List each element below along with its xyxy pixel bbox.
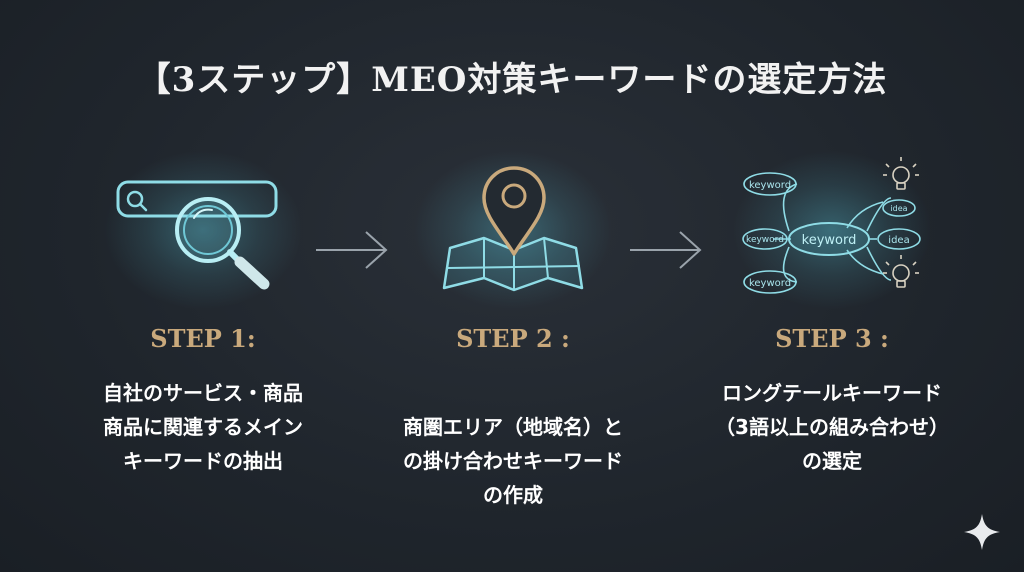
step-3-line-3: の選定 xyxy=(802,449,862,473)
icon-glow xyxy=(732,150,932,310)
lightbulb-icon xyxy=(883,255,919,288)
mindmap-idea-2: idea xyxy=(888,235,909,246)
step-3: keyword keyword keyword keyword idea ide… xyxy=(687,0,977,572)
step-2-line-2: の掛け合わせキーワード xyxy=(403,449,623,473)
step-3-line-1: ロングテールキーワード xyxy=(722,381,942,405)
step-1-description: 自社のサービス・商品 商品に関連するメイン キーワードの抽出 xyxy=(58,376,348,478)
arrow-right-icon xyxy=(316,231,388,269)
step-2-label: STEP 2 : xyxy=(456,324,570,353)
step-1: STEP 1: 自社のサービス・商品 商品に関連するメイン キーワードの抽出 xyxy=(58,0,348,572)
mindmap-keyword-1: keyword xyxy=(749,180,791,191)
step-2: STEP 2 : 商圏エリア（地域名）と の掛け合わせキーワード の作成 xyxy=(368,0,658,572)
sparkle-icon xyxy=(964,514,1000,550)
step-2-line-1: 商圏エリア（地域名）と xyxy=(403,415,623,439)
step-3-line-2: （3語以上の組み合わせ） xyxy=(715,415,949,439)
step-1-line-1: 自社のサービス・商品 xyxy=(103,381,303,405)
step-3-label: STEP 3 : xyxy=(775,324,889,353)
map-pin-icon xyxy=(368,150,658,310)
arrow-right-icon xyxy=(630,231,702,269)
step-2-description: 商圏エリア（地域名）と の掛け合わせキーワード の作成 xyxy=(368,410,658,512)
step-1-line-3: キーワードの抽出 xyxy=(123,449,283,473)
page-title: 【3ステップ】MEO対策キーワードの選定方法 xyxy=(136,60,888,100)
mindmap-keyword-3: keyword xyxy=(749,278,791,289)
step-1-line-2: 商品に関連するメイン xyxy=(103,415,303,439)
step-2-line-3: の作成 xyxy=(483,483,543,507)
mindmap-center-label: keyword xyxy=(802,233,857,248)
step-3-description: ロングテールキーワード （3語以上の組み合わせ） の選定 xyxy=(687,376,977,478)
step-1-label: STEP 1: xyxy=(150,324,256,353)
icon-glow xyxy=(103,150,303,310)
mindmap-idea-1: idea xyxy=(890,204,907,213)
mindmap-keyword-2: keyword xyxy=(746,235,784,245)
lightbulb-icon xyxy=(883,157,919,190)
search-bar-magnifier-icon xyxy=(58,150,348,310)
keyword-mindmap-icon: keyword keyword keyword keyword idea ide… xyxy=(687,150,977,310)
